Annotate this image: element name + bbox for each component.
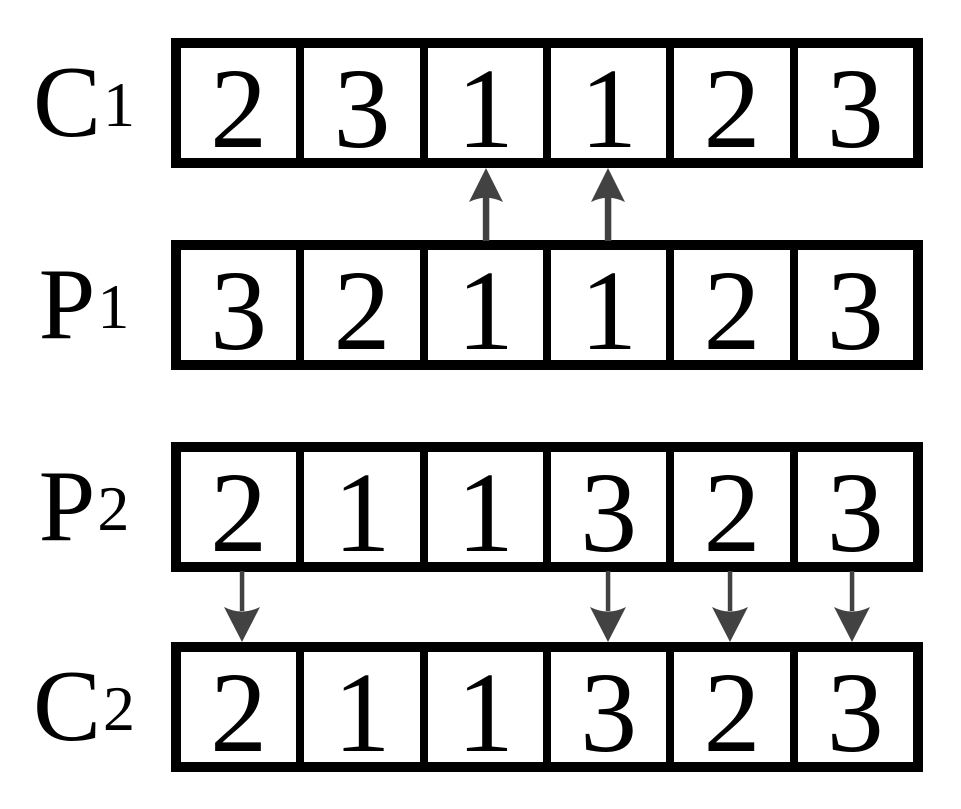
row-label-letter: C (32, 650, 102, 763)
gene-cell: 1 (542, 250, 666, 368)
chromosome-c1: 2 3 1 1 2 3 (171, 38, 923, 168)
gene-cell: 1 (542, 48, 666, 166)
gene-cell: 3 (789, 452, 913, 570)
gene-cell: 2 (666, 250, 789, 368)
gene-cell: 1 (419, 48, 543, 166)
row-label-subscript: 1 (97, 271, 130, 342)
row-label-subscript: 1 (103, 69, 136, 140)
gene-cell: 2 (296, 250, 419, 368)
row-label-subscript: 2 (97, 473, 130, 544)
up-arrow-icon (588, 167, 628, 241)
gene-cell: 1 (419, 452, 543, 570)
gene-cell: 1 (419, 250, 543, 368)
row-label-letter: P (38, 248, 96, 361)
up-arrow-icon (466, 167, 506, 241)
down-arrow-icon (832, 571, 872, 643)
row-label-letter: C (32, 46, 102, 159)
gene-cell: 3 (789, 250, 913, 368)
gene-cell: 2 (666, 48, 789, 166)
gene-cell: 2 (666, 652, 789, 770)
gene-cell: 3 (542, 652, 666, 770)
gene-cell: 2 (666, 452, 789, 570)
gene-cell: 3 (789, 652, 913, 770)
gene-cell: 1 (419, 652, 543, 770)
chromosome-p1: 3 2 1 1 2 3 (171, 240, 923, 370)
down-arrow-icon (222, 571, 262, 643)
gene-cell: 1 (296, 452, 419, 570)
gene-cell: 3 (542, 452, 666, 570)
gene-cell: 3 (210, 247, 268, 374)
down-arrow-icon (710, 571, 750, 643)
gene-cell: 2 (210, 45, 268, 172)
down-arrow-icon (588, 571, 628, 643)
gene-cell: 3 (296, 48, 419, 166)
gene-cell: 2 (210, 449, 268, 576)
gene-cell: 2 (210, 649, 268, 776)
row-label-letter: P (38, 450, 96, 563)
chromosome-c2: 2 1 1 3 2 3 (171, 642, 923, 772)
row-label-subscript: 2 (103, 673, 136, 744)
gene-cell: 1 (296, 652, 419, 770)
chromosome-p2: 2 1 1 3 2 3 (171, 442, 923, 572)
gene-cell: 3 (789, 48, 913, 166)
